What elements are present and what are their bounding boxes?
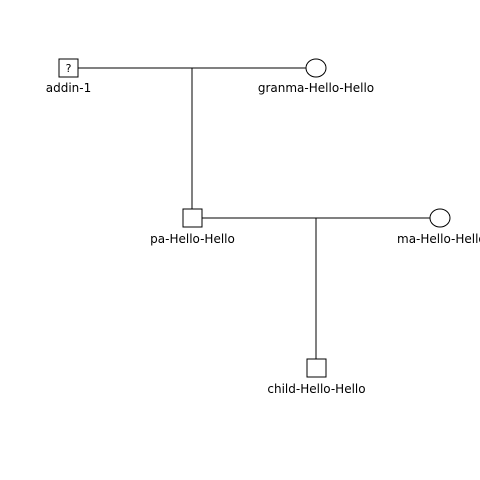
individual-label: granma-Hello-Hello [258, 81, 374, 95]
individual-label: addin-1 [46, 81, 92, 95]
female-circle-icon [305, 58, 327, 78]
individual-ma[interactable]: ma-Hello-Hello [397, 208, 480, 246]
male-square-icon [306, 358, 327, 378]
individual-label: child-Hello-Hello [267, 382, 365, 396]
male-square-icon [182, 208, 203, 228]
individual-label: pa-Hello-Hello [150, 232, 235, 246]
individual-pa[interactable]: pa-Hello-Hello [150, 208, 235, 246]
individual-child[interactable]: child-Hello-Hello [267, 358, 366, 396]
unknown-mark: ? [66, 62, 72, 75]
individual-granma[interactable]: granma-Hello-Hello [258, 58, 374, 95]
individual-label: ma-Hello-Hello [397, 232, 480, 246]
male-square-icon [58, 58, 79, 78]
female-circle-icon [429, 208, 451, 228]
individual-addin[interactable]: ? addin-1 [46, 58, 92, 95]
